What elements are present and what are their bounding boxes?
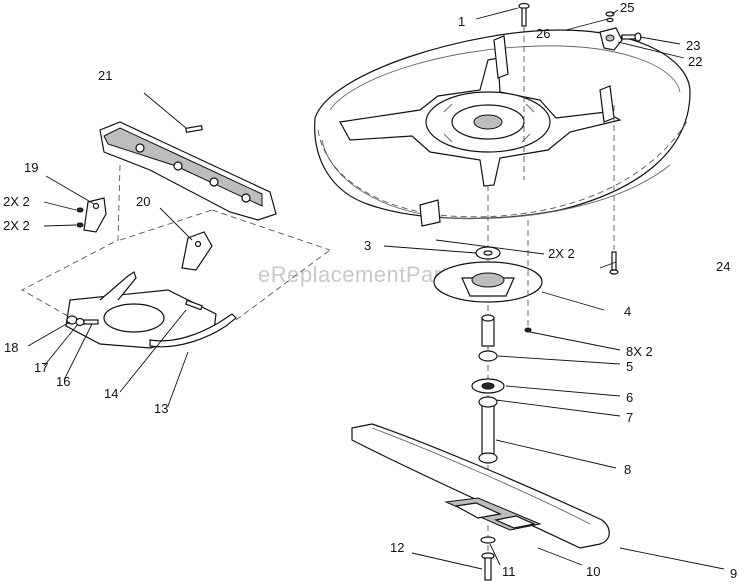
callout-6: 6 — [626, 390, 633, 405]
bolt-part-24 — [609, 251, 619, 275]
pin-part-14 — [185, 299, 203, 311]
nut-part-25 — [605, 11, 615, 17]
nut-part-2b — [76, 222, 84, 228]
mower-blade-part-9 — [351, 423, 610, 549]
callout-2x2-a: 2X 2 — [3, 194, 30, 209]
callout-9: 9 — [730, 566, 737, 581]
callout-19: 19 — [24, 160, 38, 175]
spindle-assembly — [433, 185, 543, 560]
callout-2x2-deck: 2X 2 — [548, 246, 575, 261]
bolt-part-12 — [481, 552, 495, 581]
bolt-part-16 — [83, 319, 99, 325]
bearing-tube — [481, 317, 495, 347]
callout-labels: 1 25 26 23 22 21 19 2X 2 2X 2 20 3 2X 2 … — [3, 0, 737, 581]
nut-part-8x2 — [524, 327, 532, 333]
callout-5: 5 — [626, 359, 633, 374]
spacer-part-5 — [478, 350, 498, 362]
bolt-part-1 — [518, 2, 530, 27]
callout-2x2-b: 2X 2 — [3, 218, 30, 233]
callout-4: 4 — [624, 304, 631, 319]
callout-18: 18 — [4, 340, 18, 355]
callout-11: 11 — [502, 564, 516, 579]
callout-1: 1 — [458, 14, 465, 29]
callout-20: 20 — [136, 194, 150, 209]
callout-24: 24 — [716, 259, 730, 274]
callout-23: 23 — [686, 38, 700, 53]
callout-17: 17 — [34, 360, 48, 375]
pin-part-21 — [185, 124, 203, 134]
mower-deck — [314, 29, 691, 227]
spindle-shaft-part-8 — [481, 401, 495, 459]
bracket-part-22 — [599, 27, 623, 51]
callout-14: 14 — [104, 386, 118, 401]
leader-lines — [27, 7, 725, 570]
callout-3: 3 — [364, 238, 371, 253]
callout-7: 7 — [626, 410, 633, 425]
callout-25: 25 — [620, 0, 634, 15]
callout-26: 26 — [536, 26, 550, 41]
bracket-part-19 — [83, 197, 107, 233]
callout-8: 8 — [624, 462, 631, 477]
bracket-part-20 — [181, 231, 213, 271]
callout-21: 21 — [98, 68, 112, 83]
callout-12: 12 — [390, 540, 404, 555]
callout-16: 16 — [56, 374, 70, 389]
mount-plate-part-13 — [65, 271, 237, 349]
callout-10: 10 — [586, 564, 600, 579]
callout-22: 22 — [688, 54, 702, 69]
nut-part-2a — [76, 207, 84, 213]
hanger-bracket-part-21 — [99, 121, 277, 221]
callout-8x2: 8X 2 — [626, 344, 653, 359]
callout-13: 13 — [154, 401, 168, 416]
washer-part-26 — [606, 17, 614, 23]
washer-part-11 — [480, 536, 496, 544]
